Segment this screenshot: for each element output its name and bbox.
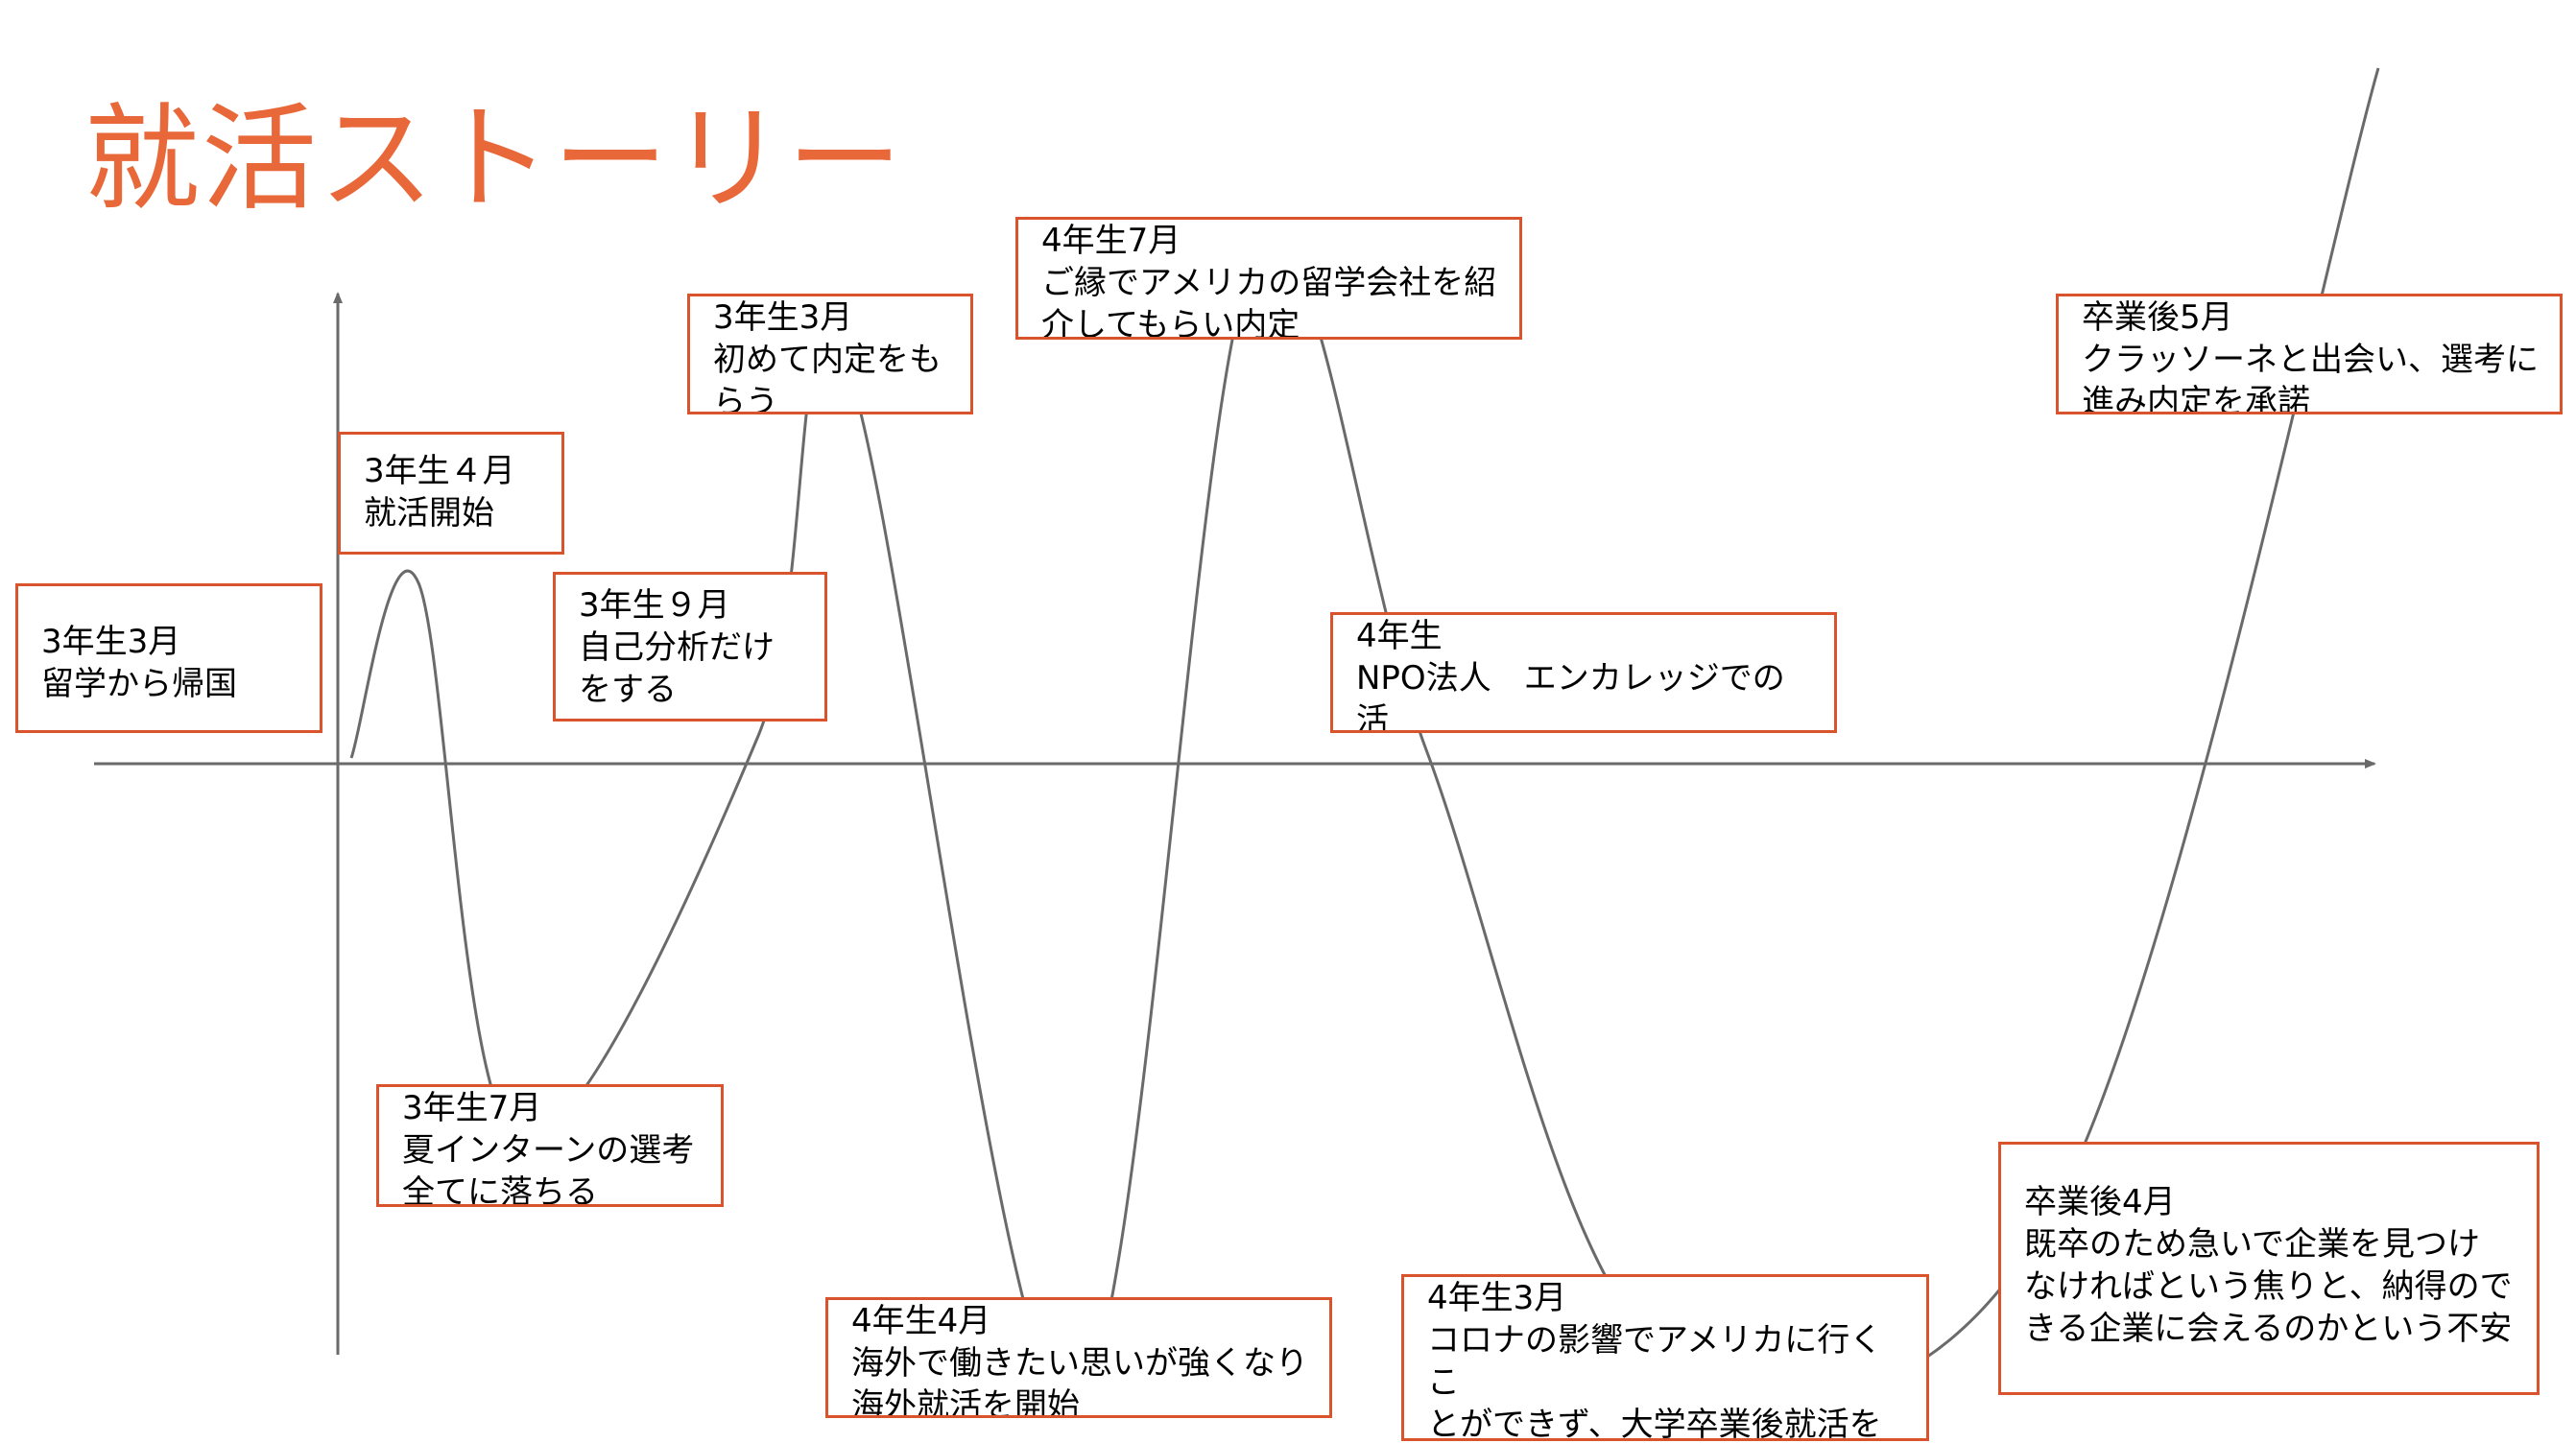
event-date: 4年生 [1356,617,1443,655]
event-date: 卒業後5月 [2082,298,2233,337]
event-description: 自己分析だけ をする [579,628,775,709]
event-box-job-hunt-start: 3年生４月 就活開始 [338,432,564,555]
event-box-overseas-job-hunt: 4年生4月 海外で働きたい思いが強くなり 海外就活を開始 [825,1297,1332,1418]
event-date: 3年生3月 [41,623,181,661]
event-description: クラッソーネと出会い、選考に 進み内定を承諾 [2082,341,2539,414]
event-description: 海外で働きたい思いが強くなり 海外就活を開始 [851,1344,1308,1418]
event-date: 卒業後4月 [2024,1183,2176,1221]
event-date: 4年生3月 [1427,1279,1567,1317]
event-box-graduate-anxiety: 卒業後4月 既卒のため急いで企業を見つけ なければという焦りと、納得ので きる企… [1998,1142,2540,1395]
event-box-summer-intern-rejections: 3年生7月 夏インターンの選考 全てに落ちる [376,1084,724,1207]
event-box-self-analysis: 3年生９月 自己分析だけ をする [553,572,827,722]
event-description: 留学から帰国 [41,665,237,703]
event-box-study-abroad-company-offer: 4年生7月 ご縁でアメリカの留学会社を紹 介してもらい内定 [1015,217,1522,340]
event-date: 3年生９月 [579,586,730,625]
event-box-return-from-study-abroad: 3年生3月 留学から帰国 [15,583,322,733]
event-description: NPO法人 エンカレッジでの活 動に力を入れる [1356,659,1785,733]
event-description: 夏インターンの選考 全てに落ちる [402,1131,695,1207]
event-description: 初めて内定をも らう [713,341,942,414]
event-date: 3年生7月 [402,1089,542,1127]
event-date: 3年生3月 [713,298,853,337]
event-box-first-offer: 3年生3月 初めて内定をも らう [687,294,973,414]
event-description: コロナの影響でアメリカに行くこ とができず、大学卒業後就活を 再開 [1427,1321,1883,1441]
event-description: ご縁でアメリカの留学会社を紹 介してもらい内定 [1041,264,1497,340]
event-description: 就活開始 [364,494,494,532]
event-date: 3年生４月 [364,452,515,490]
event-box-covid-restart: 4年生3月 コロナの影響でアメリカに行くこ とができず、大学卒業後就活を 再開 [1401,1274,1929,1441]
event-date: 4年生4月 [851,1302,991,1340]
event-box-crassone-offer: 卒業後5月 クラッソーネと出会い、選考に 進み内定を承諾 [2056,294,2563,414]
page-title: 就活ストーリー [84,93,904,226]
event-date: 4年生7月 [1041,222,1181,260]
event-box-npo-activities: 4年生 NPO法人 エンカレッジでの活 動に力を入れる [1330,612,1837,733]
event-description: 既卒のため急いで企業を見つけ なければという焦りと、納得ので きる企業に会えるの… [2024,1225,2513,1348]
